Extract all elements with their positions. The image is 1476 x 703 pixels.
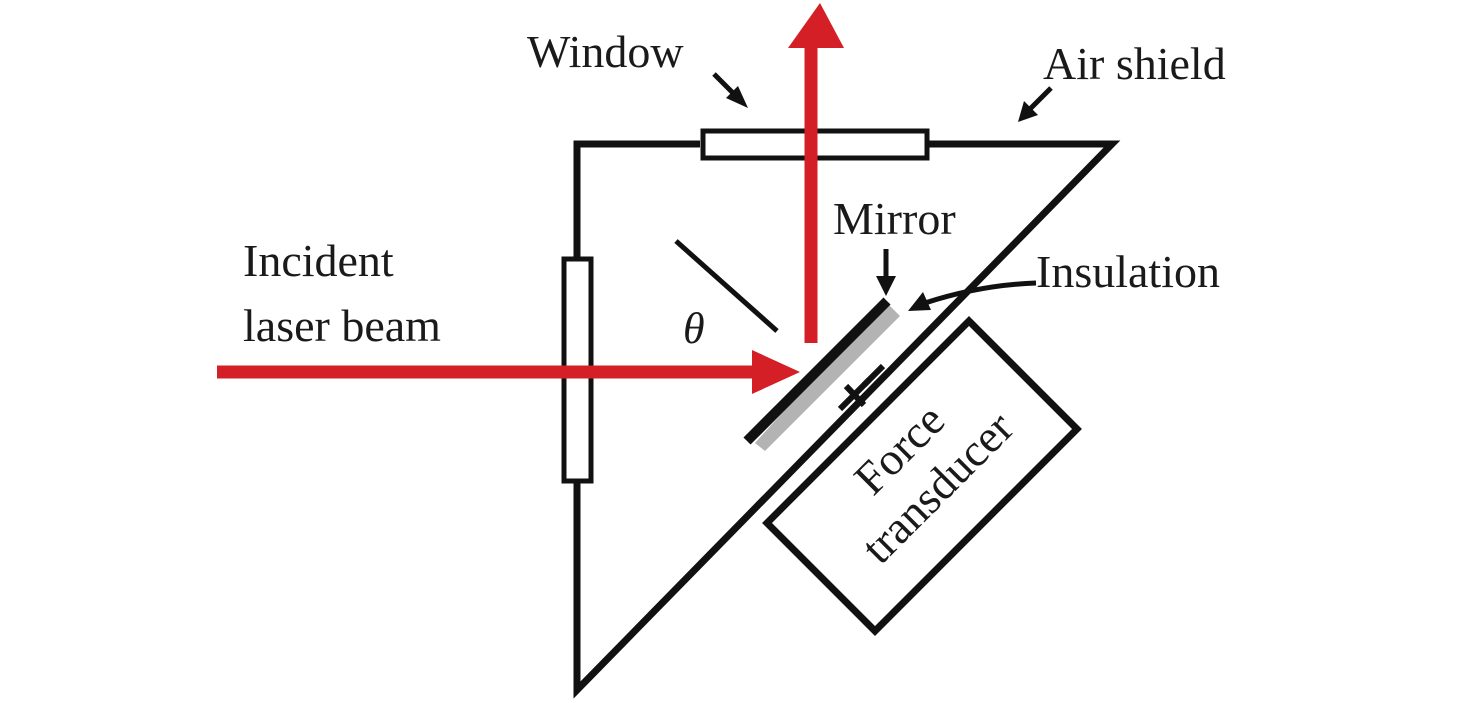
incident-label-line1: Incident	[243, 235, 394, 286]
mount-plate-lower	[861, 377, 872, 388]
incident-label-line2: laser beam	[243, 300, 441, 351]
window-pointer-arrow	[712, 72, 748, 108]
window-label: Window	[527, 26, 684, 77]
mount-plate	[837, 363, 886, 412]
insulation-pointer-arrow	[908, 280, 1037, 311]
force-transducer-box	[762, 316, 1082, 636]
mirror-pointer-arrow	[876, 249, 896, 296]
air-shield-label: Air shield	[1043, 38, 1226, 89]
incident-beam-arrowhead	[752, 350, 800, 394]
mirror-label: Mirror	[833, 193, 956, 244]
air-shield-pointer-arrow	[1018, 86, 1053, 122]
reflected-beam-arrowhead	[788, 3, 844, 48]
normal-line	[674, 239, 779, 333]
insulation-label: Insulation	[1036, 246, 1220, 297]
mirror	[743, 297, 891, 445]
insulation-layer	[755, 300, 900, 451]
air-shield-top-right	[573, 140, 1121, 699]
air-shield-outline	[573, 140, 700, 260]
theta-label: θ	[683, 304, 705, 353]
